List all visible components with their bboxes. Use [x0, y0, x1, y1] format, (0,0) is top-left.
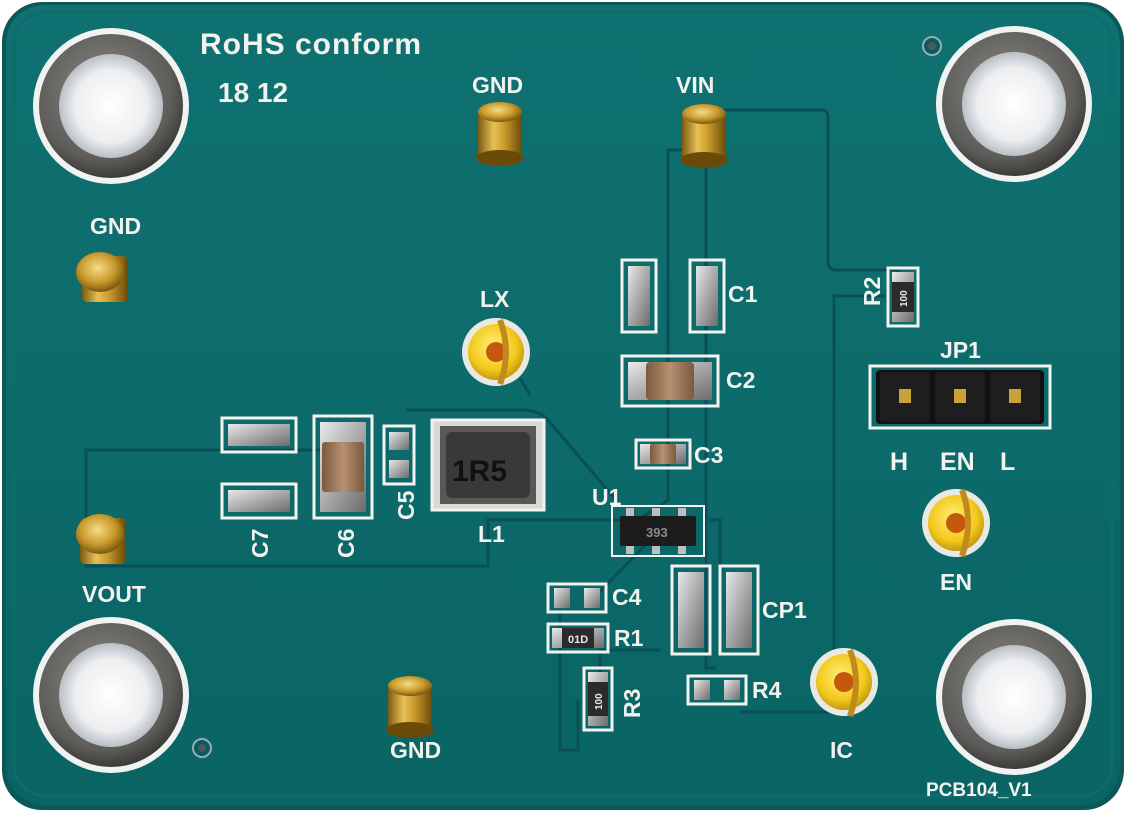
label-c7: C7	[247, 529, 273, 558]
resistor-r2: 100	[886, 266, 920, 328]
jumper-header-jp1	[868, 364, 1052, 430]
resistor-r4	[686, 674, 748, 706]
revision-label: PCB104_V1	[926, 780, 1032, 801]
label-r3: R3	[619, 689, 645, 718]
label-vin: VIN	[676, 72, 714, 98]
testpoint-lx	[462, 318, 530, 386]
pin-gnd-left	[76, 252, 128, 302]
capacitor-c5	[382, 424, 416, 486]
label-jp1: JP1	[940, 337, 981, 363]
capacitor-c2	[620, 354, 720, 408]
label-lx: LX	[480, 286, 510, 312]
mounting-hole-top-right	[936, 26, 1092, 182]
label-c6: C6	[333, 529, 359, 558]
label-ic: IC	[830, 737, 853, 763]
label-r2: R2	[859, 277, 885, 306]
capacitor-c7-pads	[220, 416, 298, 520]
capacitor-c3	[634, 438, 692, 470]
rohs-label: RoHS conform	[200, 28, 422, 61]
ic-u1: 393	[611, 505, 705, 557]
pin-gnd-bottom	[386, 676, 434, 738]
capacitor-c4	[546, 582, 608, 614]
label-r4: R4	[752, 677, 782, 703]
label-c1: C1	[728, 281, 758, 307]
date-code-label: 18 12	[218, 77, 288, 108]
inductor-l1: 1R5	[430, 418, 546, 512]
capacitor-c1-pads	[620, 258, 726, 334]
label-cp1: CP1	[762, 597, 807, 623]
inductor-marking: 1R5	[452, 455, 507, 488]
resistor-r1: 01D	[546, 622, 610, 654]
label-vout: VOUT	[82, 581, 146, 607]
mounting-hole-bottom-right	[936, 619, 1092, 775]
mounting-hole-top-left	[33, 28, 189, 184]
capacitor-cp1-pads	[670, 564, 760, 656]
label-l1: L1	[478, 521, 505, 547]
capacitor-c6	[312, 414, 374, 520]
label-c2: C2	[726, 367, 755, 393]
r2-marking: 100	[899, 290, 910, 307]
testpoint-ic	[810, 648, 878, 717]
label-en: EN	[940, 569, 972, 595]
label-u1: U1	[592, 484, 622, 510]
testpoint-en	[922, 488, 990, 557]
label-jp-l: L	[1000, 448, 1015, 476]
label-jp-h: H	[890, 448, 908, 476]
label-c5: C5	[393, 490, 419, 520]
ic-marking: 393	[646, 525, 668, 540]
label-gnd-left: GND	[90, 213, 141, 239]
label-c3: C3	[694, 442, 723, 468]
label-gnd-top: GND	[472, 72, 523, 98]
label-c4: C4	[612, 584, 642, 610]
label-r1: R1	[614, 625, 644, 651]
r1-marking: 01D	[568, 634, 588, 646]
fiducial-marks	[192, 36, 942, 758]
label-gnd-bottom: GND	[390, 737, 441, 763]
pin-gnd-top	[476, 102, 524, 166]
mounting-hole-bottom-left	[33, 617, 189, 773]
resistor-r3: 100	[582, 666, 614, 732]
r3-marking: 100	[594, 693, 605, 710]
pin-vout	[76, 514, 126, 564]
label-jp-en: EN	[940, 448, 975, 476]
pin-vin	[680, 104, 728, 168]
